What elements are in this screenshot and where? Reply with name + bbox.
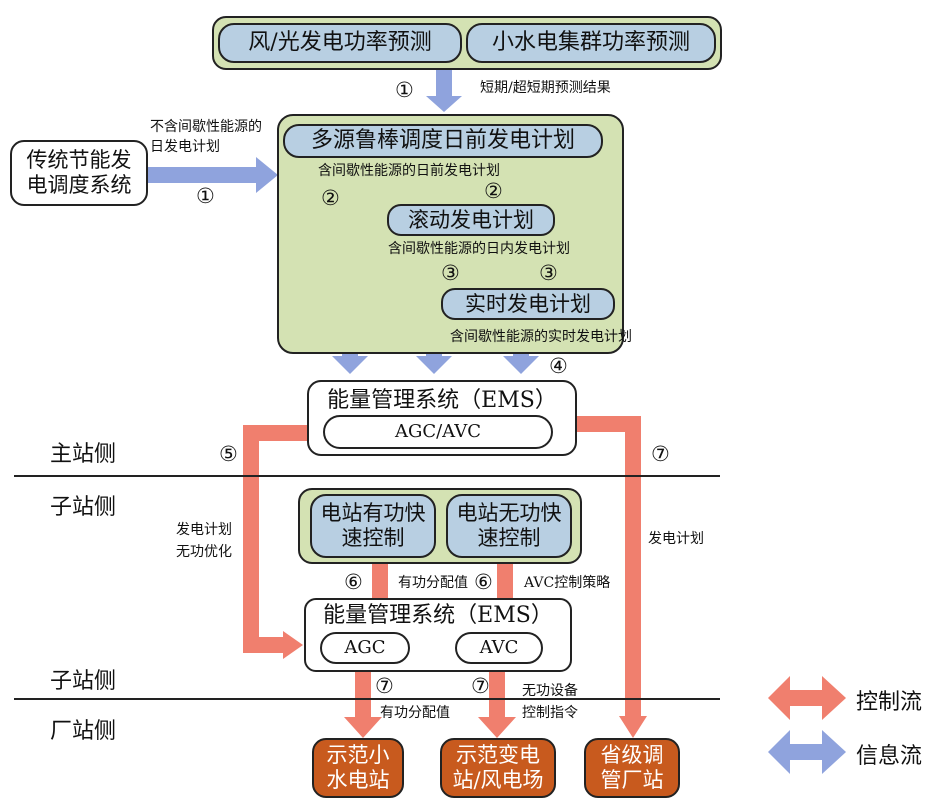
small-hydro-forecast-box: 小水电集群功率预测: [466, 23, 716, 63]
traditional-dispatch-box: 传统节能发电调度系统: [10, 140, 148, 206]
annotation-avc-strategy: AVC控制策略: [524, 575, 611, 591]
arrow-dayahead-ems-head: [332, 356, 368, 374]
substation-windfarm-box: 示范变电站/风电场: [440, 738, 556, 798]
side-label-plant: 厂站侧: [50, 719, 117, 744]
annotation-intermittent-intraday: 含间歇性能源的日内发电计划: [388, 241, 570, 257]
annotation-no-intermittent: 不含间歇性能源的日发电计划: [150, 119, 262, 156]
arrow-ems-to-sub-head: [283, 631, 303, 659]
realtime-plan-box: 实时发电计划: [441, 288, 615, 320]
arrow-agc-hydro-shaft: [355, 663, 371, 719]
agc-pill: AGC: [320, 632, 410, 664]
step-7-a: ⑦: [375, 674, 394, 698]
step-2-left: ②: [321, 186, 340, 210]
divider-master-sub: [14, 475, 720, 477]
arrow-ems-to-provincial-shaft: [576, 416, 641, 716]
small-hydro-plant-box: 示范小水电站: [312, 738, 404, 798]
arrow-traditional-shaft: [148, 167, 256, 183]
arrow-realtime-ems-head: [503, 356, 539, 374]
annotation-intermittent-day-ahead: 含间歇性能源的日前发电计划: [318, 163, 500, 179]
wind-solar-forecast-box: 风/光发电功率预测: [218, 23, 462, 63]
step-6-b: ⑥: [474, 570, 493, 594]
step-3-a: ③: [441, 261, 460, 285]
annotation-active-alloc: 有功分配值: [398, 575, 468, 591]
arrow-ems-to-provincial-head: [619, 716, 647, 738]
legend-control-arrow: [768, 676, 846, 720]
provincial-plant-box: 省级调管厂站: [584, 738, 680, 798]
step-1-top: ①: [395, 78, 414, 102]
avc-pill: AVC: [455, 632, 543, 664]
legend-info-arrow: [768, 730, 846, 774]
annotation-active-alloc-2: 有功分配值: [380, 705, 450, 721]
arrow-traditional-head: [256, 157, 278, 193]
side-label-substation-bottom: 子站侧: [50, 669, 117, 694]
master-ems-title: 能量管理系统（EMS）: [327, 388, 557, 413]
step-2-mid: ②: [484, 179, 503, 203]
arrow-avc-substation-head: [478, 717, 516, 738]
arrow-forecast-shaft: [436, 64, 452, 96]
step-1-left: ①: [196, 184, 215, 208]
step-4: ④: [549, 354, 568, 378]
active-power-control-box: 电站有功快速控制: [310, 494, 436, 558]
step-3-b: ③: [539, 261, 558, 285]
arrow-ems-to-sub-shaft: [243, 425, 308, 653]
step-5: ⑤: [219, 442, 238, 466]
divider-sub-plant: [14, 698, 720, 700]
annotation-gen-plan-reactive: 发电计划无功优化: [176, 522, 232, 560]
annotation-reactive-cmd: 无功设备控制指令: [522, 683, 578, 722]
step-6-a: ⑥: [344, 570, 363, 594]
day-ahead-plan-box: 多源鲁棒调度日前发电计划: [283, 124, 603, 158]
legend-control-label: 控制流: [856, 690, 923, 715]
side-label-substation-top: 子站侧: [50, 495, 117, 520]
annotation-intermittent-realtime: 含间歇性能源的实时发电计划: [450, 329, 632, 345]
arrow-forecast-head: [426, 96, 462, 112]
arrow-rolling-ems-head: [416, 356, 452, 374]
arrow-agc-hydro-head: [344, 717, 382, 738]
annotation-forecast-result: 短期/超短期预测结果: [480, 80, 611, 96]
reactive-power-control-box: 电站无功快速控制: [446, 494, 572, 558]
agc-avc-pill: AGC/AVC: [323, 415, 553, 449]
step-7-b: ⑦: [471, 674, 490, 698]
annotation-gen-plan: 发电计划: [648, 531, 704, 547]
side-label-master: 主站侧: [50, 442, 117, 467]
legend-info-label: 信息流: [856, 744, 923, 769]
substation-ems-title: 能量管理系统（EMS）: [323, 603, 553, 628]
step-7-right: ⑦: [651, 442, 670, 466]
arrow-avc-substation-shaft: [489, 663, 505, 719]
rolling-plan-box: 滚动发电计划: [387, 204, 555, 236]
